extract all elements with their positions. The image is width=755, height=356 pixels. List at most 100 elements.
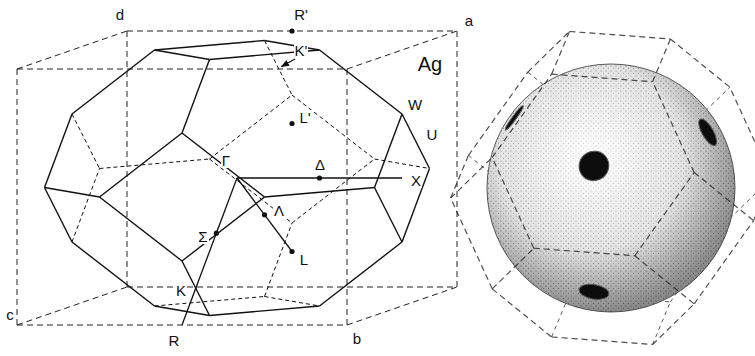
zone-edge <box>653 39 671 82</box>
zone-edge <box>182 60 210 134</box>
zone-edge <box>100 133 183 197</box>
zone-edge <box>492 157 534 248</box>
zone-edge <box>492 248 534 289</box>
hidden-zone-edge <box>72 169 100 243</box>
zone-edge <box>72 50 155 114</box>
symmetry-line <box>182 178 237 325</box>
point-label: W <box>407 97 423 112</box>
zone-edge <box>45 188 100 198</box>
hidden-zone-edge <box>210 159 293 223</box>
point-label: R' <box>293 7 309 22</box>
element-label: Ag <box>417 54 443 74</box>
zone-edge <box>730 87 755 178</box>
zone-edge <box>45 188 73 243</box>
cube-edge <box>17 287 127 325</box>
zone-edge <box>320 242 403 306</box>
cube-edge <box>127 31 128 287</box>
corner-label: a <box>464 13 474 28</box>
zone-edge <box>569 31 670 39</box>
zone-edge <box>534 248 635 256</box>
cube-edge <box>17 31 127 69</box>
zone-edge <box>182 197 265 261</box>
point-label: K' <box>294 43 309 58</box>
line-label: Λ <box>273 203 285 218</box>
fermi-figure <box>451 31 755 344</box>
point-label: U <box>426 127 439 142</box>
corner-label: c <box>5 307 15 322</box>
point-label: X <box>410 173 422 188</box>
cube-edge <box>347 287 457 325</box>
line-label: Σ <box>197 229 208 244</box>
neck-orifice <box>578 282 610 301</box>
point-dot <box>214 231 219 236</box>
hidden-zone-edge <box>265 41 293 96</box>
point-dot <box>289 28 294 33</box>
corner-label: d <box>115 7 125 22</box>
zone-edge <box>45 114 73 188</box>
zone-edge <box>653 304 695 345</box>
zone-edge <box>182 133 265 197</box>
zone-edge <box>375 188 403 243</box>
hidden-zone-edge <box>292 95 375 159</box>
zone-edge <box>451 157 493 198</box>
point-label: L <box>299 252 309 267</box>
zone-edge <box>754 178 755 221</box>
zone-figure <box>17 28 457 325</box>
zone-edge <box>694 221 753 304</box>
zone-edge <box>265 188 375 198</box>
zone-edge <box>210 306 320 316</box>
point-dot <box>289 121 294 126</box>
cube-edge <box>17 69 347 70</box>
zone-edge <box>468 72 527 155</box>
zone-edge <box>100 197 183 261</box>
pointer-arrow <box>282 59 296 67</box>
zone-edge <box>492 289 551 337</box>
neck-orifice <box>573 145 615 186</box>
zone-edge <box>155 41 265 51</box>
neck-orifice <box>695 116 720 148</box>
point-dot <box>262 212 267 217</box>
hidden-zone-edge <box>210 95 293 159</box>
zone-edge <box>451 198 493 289</box>
hidden-zone-edge <box>155 297 265 307</box>
sphere-stipple <box>487 64 735 312</box>
neck-orifice <box>504 105 525 132</box>
fermi-sphere <box>487 64 735 312</box>
cube-edge <box>347 69 348 325</box>
zone-edge <box>375 114 403 188</box>
zone-edge <box>265 41 320 51</box>
zone-edge <box>635 256 694 304</box>
zone-edge <box>635 172 694 255</box>
zone-edge <box>552 31 570 74</box>
hidden-zone-edge <box>100 159 210 169</box>
hidden-zone-edge <box>653 302 671 345</box>
zone-edge <box>653 82 695 173</box>
zone-edge <box>72 242 155 306</box>
hidden-zone-edge <box>265 297 320 307</box>
zone-edge <box>670 39 729 87</box>
zone-edge <box>552 337 653 345</box>
point-dot <box>317 175 322 180</box>
zone-edge <box>320 50 403 114</box>
point-dot <box>289 249 294 254</box>
zone-edge <box>552 74 653 82</box>
zone-edge <box>402 169 430 243</box>
point-label: L' <box>298 110 311 125</box>
cube-edge <box>457 31 458 287</box>
cube-edge <box>17 69 18 325</box>
hidden-zone-edge <box>72 114 100 169</box>
zone-edge <box>492 74 551 157</box>
line-label: Δ <box>314 157 326 172</box>
point-label: K <box>175 283 187 298</box>
point-label: R <box>168 333 181 348</box>
zone-edge <box>451 155 469 198</box>
zone-edge <box>694 172 753 220</box>
zone-edge <box>155 306 210 316</box>
point-label: Γ <box>221 153 231 168</box>
corner-label: b <box>352 331 362 346</box>
symmetry-line <box>237 178 292 252</box>
zone-edge <box>155 50 210 60</box>
zone-edge <box>528 31 570 72</box>
